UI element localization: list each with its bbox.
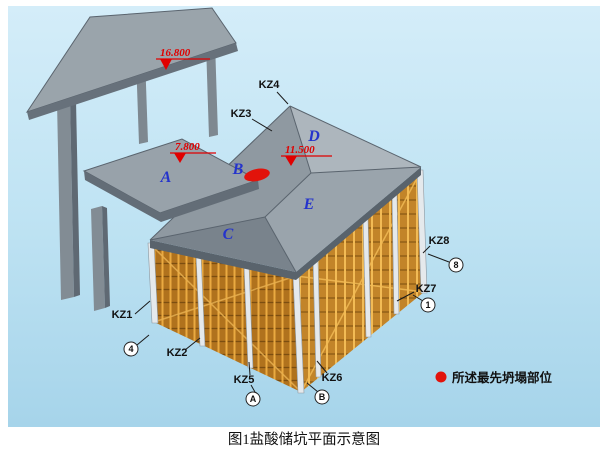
roof-face-lower-right — [265, 167, 421, 272]
axis-leader — [306, 382, 319, 393]
leader-kz8 — [422, 245, 431, 254]
leader-kz3 — [251, 118, 273, 132]
zone-b: B — [232, 161, 244, 178]
axis-bubble-label: 8 — [453, 260, 458, 270]
axis-leader — [250, 384, 256, 393]
leader-kz2 — [184, 337, 201, 351]
legend-label: 所述最先坍塌部位 — [452, 370, 553, 385]
scaffold-right-wall — [296, 171, 424, 392]
frame-columns — [147, 169, 428, 394]
canopy-column-mid-side — [102, 206, 110, 308]
zone-d: D — [307, 128, 320, 145]
zone-e: E — [303, 196, 315, 213]
elevation-platform: 7.800 — [175, 141, 200, 153]
scaffold-brace — [149, 243, 302, 393]
axis-bubble-label: 4 — [128, 344, 133, 354]
axis-bubble-label: 1 — [425, 300, 430, 310]
label-kz7: KZ7 — [416, 283, 437, 295]
elevation-triangle — [160, 59, 172, 70]
axis-leader — [136, 334, 150, 346]
axis-bubble-label: A — [250, 394, 257, 404]
elevation-triangle — [285, 156, 297, 166]
leader-kz1 — [134, 300, 151, 315]
column-labels: KZ1 KZ2 KZ3 KZ4 KZ5 KZ6 KZ7 KZ8 — [112, 79, 450, 386]
scaffold-brace — [300, 170, 422, 393]
axis-bubble — [314, 389, 330, 405]
collapse-marker-ellipse — [244, 168, 270, 182]
leader-kz7 — [396, 291, 415, 302]
label-kz3: KZ3 — [231, 108, 252, 120]
label-kz5: KZ5 — [234, 374, 255, 386]
label-kz8: KZ8 — [429, 235, 450, 247]
axis-bubble-label: B — [319, 392, 326, 402]
platform-deck-edge — [84, 171, 259, 222]
zone-a: A — [160, 169, 172, 186]
axis-bubble — [448, 257, 464, 273]
elevation-canopy: 16.800 — [160, 47, 191, 59]
canopy-column-left-side — [70, 98, 80, 297]
label-kz1: KZ1 — [112, 309, 133, 321]
leader-kz4 — [276, 91, 289, 105]
canopy-column-left — [57, 98, 74, 300]
legend: 所述最先坍塌部位 — [435, 370, 553, 385]
elevation-markers: 16.800 7.800 11.500 — [156, 47, 332, 166]
axis-bubble — [123, 341, 139, 357]
label-kz2: KZ2 — [167, 347, 188, 359]
figure-caption: 图1盐酸储坑平面示意图 — [228, 430, 380, 448]
axis-leader — [412, 294, 424, 302]
leader-kz6 — [316, 360, 328, 374]
label-kz6: KZ6 — [322, 372, 343, 384]
elevation-triangle — [174, 153, 186, 163]
label-kz4: KZ4 — [259, 79, 281, 91]
axis-bubbles: 4 A B 1 8 — [123, 253, 464, 407]
zone-c: C — [223, 226, 234, 243]
roof-face-lower-left — [150, 217, 296, 272]
axis-leader — [427, 253, 450, 263]
canopy-structure — [25, 7, 260, 311]
axis-bubble — [420, 297, 436, 313]
canopy-column-mid — [91, 206, 105, 311]
legend-collapse-dot — [435, 371, 447, 383]
scaffolding — [149, 170, 425, 393]
elevation-roof: 11.500 — [285, 144, 315, 156]
scaffold-brace — [153, 275, 297, 323]
canopy-slab-edge — [27, 43, 238, 120]
zone-labels: A B C D E — [160, 128, 321, 243]
axis-bubble — [245, 391, 261, 407]
leader-kz5 — [248, 361, 251, 376]
